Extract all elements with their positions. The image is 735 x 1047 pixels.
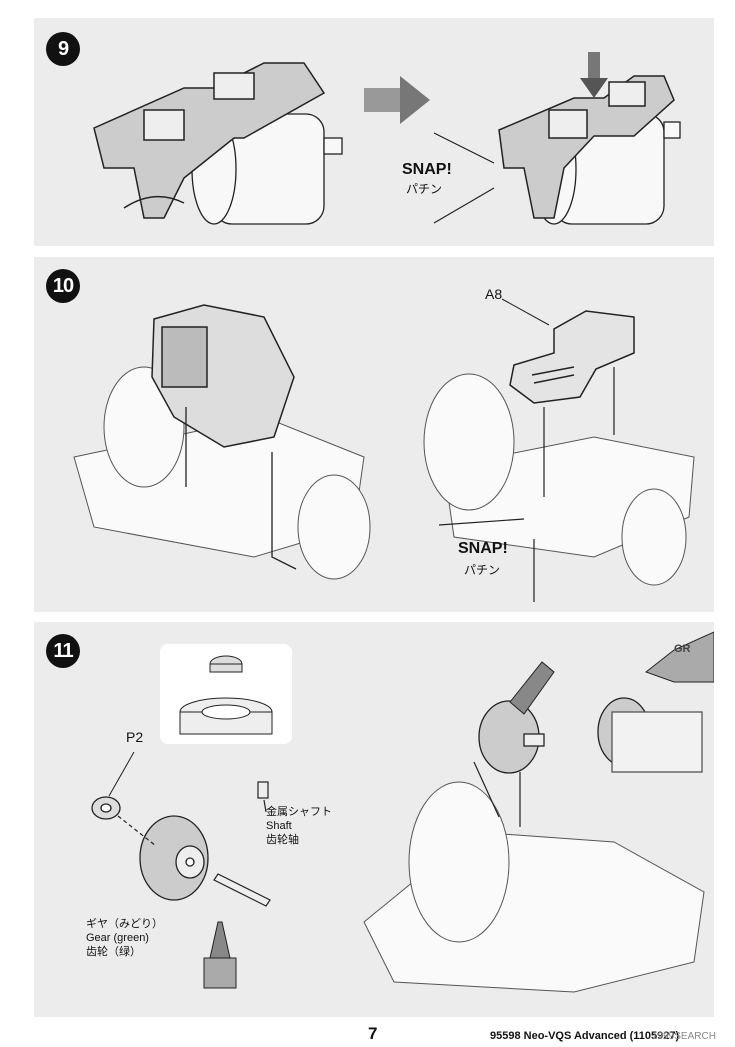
motor-bracket-icon	[498, 75, 675, 219]
insert-arrow-icon	[473, 761, 500, 818]
gear-icon	[597, 697, 703, 773]
snap-line	[433, 187, 495, 224]
gear-detail-illustration	[179, 655, 273, 735]
step-10-illustration	[73, 298, 695, 602]
chassis-icon	[363, 781, 705, 993]
product-code: 95598 Neo-VQS Advanced (1105927)	[490, 1030, 680, 1042]
step-number-badge: 11	[46, 634, 80, 668]
bushing-p2-icon	[91, 796, 121, 820]
watermark: 1999SEARCH	[652, 1031, 716, 1042]
snap-line	[438, 518, 525, 526]
gear-detail-inset	[160, 644, 292, 744]
gear-label-en: Gear (green)	[86, 932, 149, 944]
insert-arrow-icon	[123, 195, 185, 209]
snap-label: SNAP!	[402, 161, 452, 178]
part-label-a8: A8	[485, 286, 503, 302]
step-11-illustration	[91, 631, 714, 993]
gear-label-cn: 齿轮（绿）	[86, 946, 141, 958]
part-label-p2: P2	[126, 729, 144, 745]
next-step-arrow-icon	[364, 76, 430, 124]
metal-shaft-icon	[257, 781, 269, 813]
insert-arrow-icon	[117, 815, 157, 847]
step-9-panel: 9 SNA	[34, 18, 714, 246]
motor-icon	[191, 113, 343, 225]
motor-bracket-icon	[93, 62, 326, 219]
gear-icon	[478, 700, 545, 774]
gear-icon	[139, 815, 209, 901]
shaft-label-en: Shaft	[266, 820, 292, 832]
motor-cover-a8-icon	[509, 310, 635, 404]
shaft-label-cn: 齿轮轴	[266, 834, 299, 846]
step-9-illustration	[93, 52, 681, 225]
step-number-badge: 10	[46, 269, 80, 303]
grease-tube-icon	[203, 921, 237, 989]
snap-label-jp: パチン	[464, 563, 501, 577]
push-down-arrow-icon	[580, 52, 608, 98]
chassis-icon	[423, 373, 695, 586]
part-leader-line	[501, 298, 550, 326]
metal-shaft-icon	[213, 873, 271, 907]
step-11-panel: 11	[34, 622, 714, 1017]
page-number: 7	[368, 1024, 378, 1043]
grease-label: GR	[674, 643, 691, 655]
motor-unit-icon	[151, 304, 295, 448]
grease-tube-icon	[509, 661, 555, 715]
snap-label: SNAP!	[458, 540, 508, 557]
snap-line	[433, 132, 495, 164]
part-leader-line	[108, 751, 135, 797]
step-number-badge: 9	[46, 32, 80, 66]
gear-label-jp: ギヤ（みどり）	[86, 918, 163, 930]
snap-label-jp: パチン	[406, 182, 443, 196]
insert-arrow-icon	[271, 452, 297, 570]
step-10-panel: 10 A8 SNAP! パチン	[34, 257, 714, 612]
grease-tube-icon	[644, 631, 714, 683]
shaft-label-jp: 金属シャフト	[266, 806, 332, 818]
